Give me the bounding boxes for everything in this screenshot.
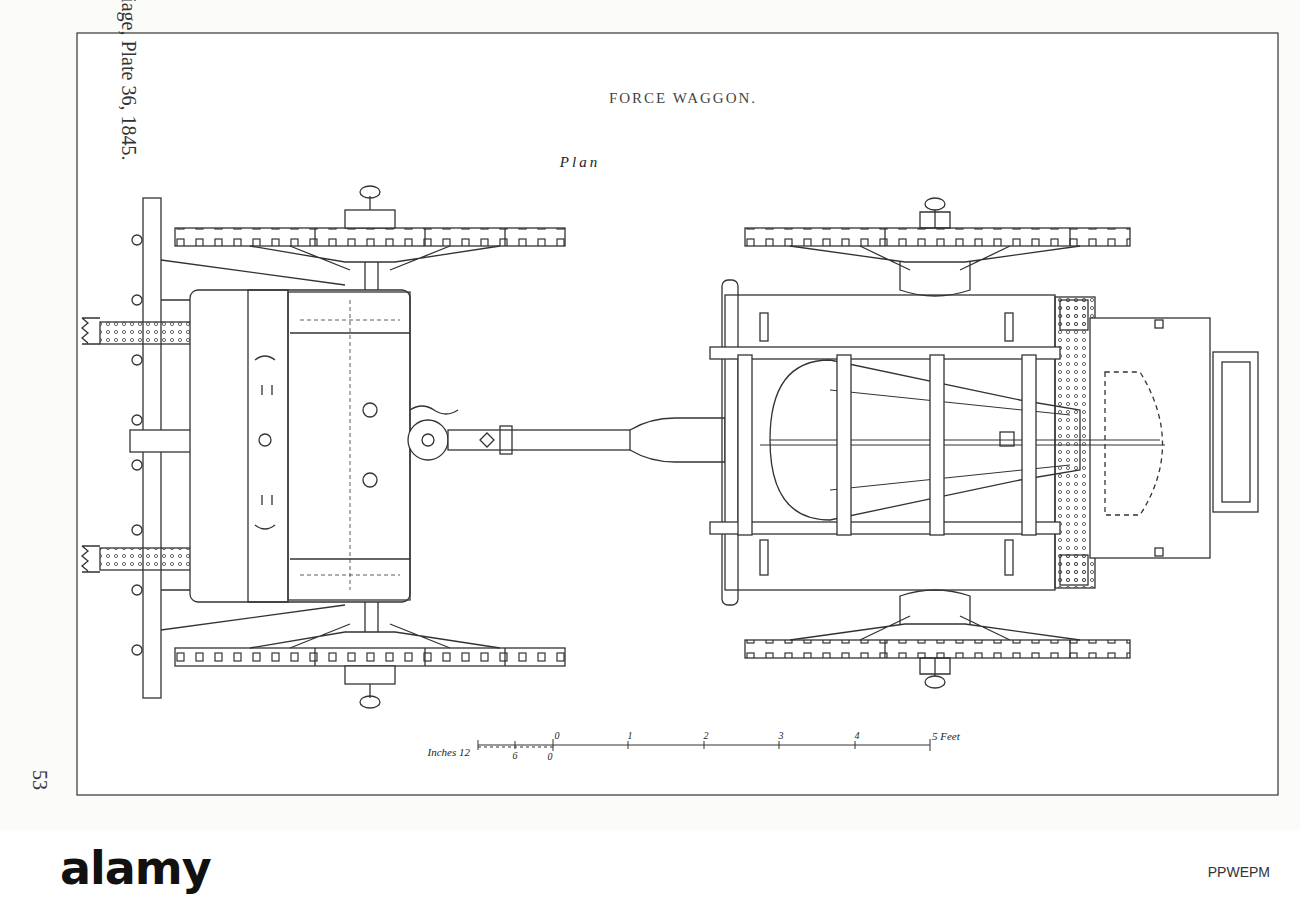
scale-label: 5 Feet xyxy=(932,731,960,742)
scale-number: 4 xyxy=(855,731,860,741)
scale-label: Inches 12 xyxy=(428,747,470,758)
scale-number: 1 xyxy=(628,731,633,741)
scale-number: 6 xyxy=(513,751,518,761)
view-label: Plan xyxy=(560,155,600,170)
page-number: 53 xyxy=(30,770,50,790)
image-id: PPWEPM xyxy=(1208,865,1270,879)
scale-number: 3 xyxy=(779,731,784,741)
scale-number: 0 xyxy=(548,752,553,762)
scale-number: 2 xyxy=(704,731,709,741)
plate-title: FORCE WAGGON. xyxy=(609,91,757,106)
plate-reference: Carriage, Plate 36, 1845. xyxy=(119,0,139,160)
scale-number: 0 xyxy=(555,731,560,741)
watermark-logo: alamy xyxy=(60,845,211,891)
